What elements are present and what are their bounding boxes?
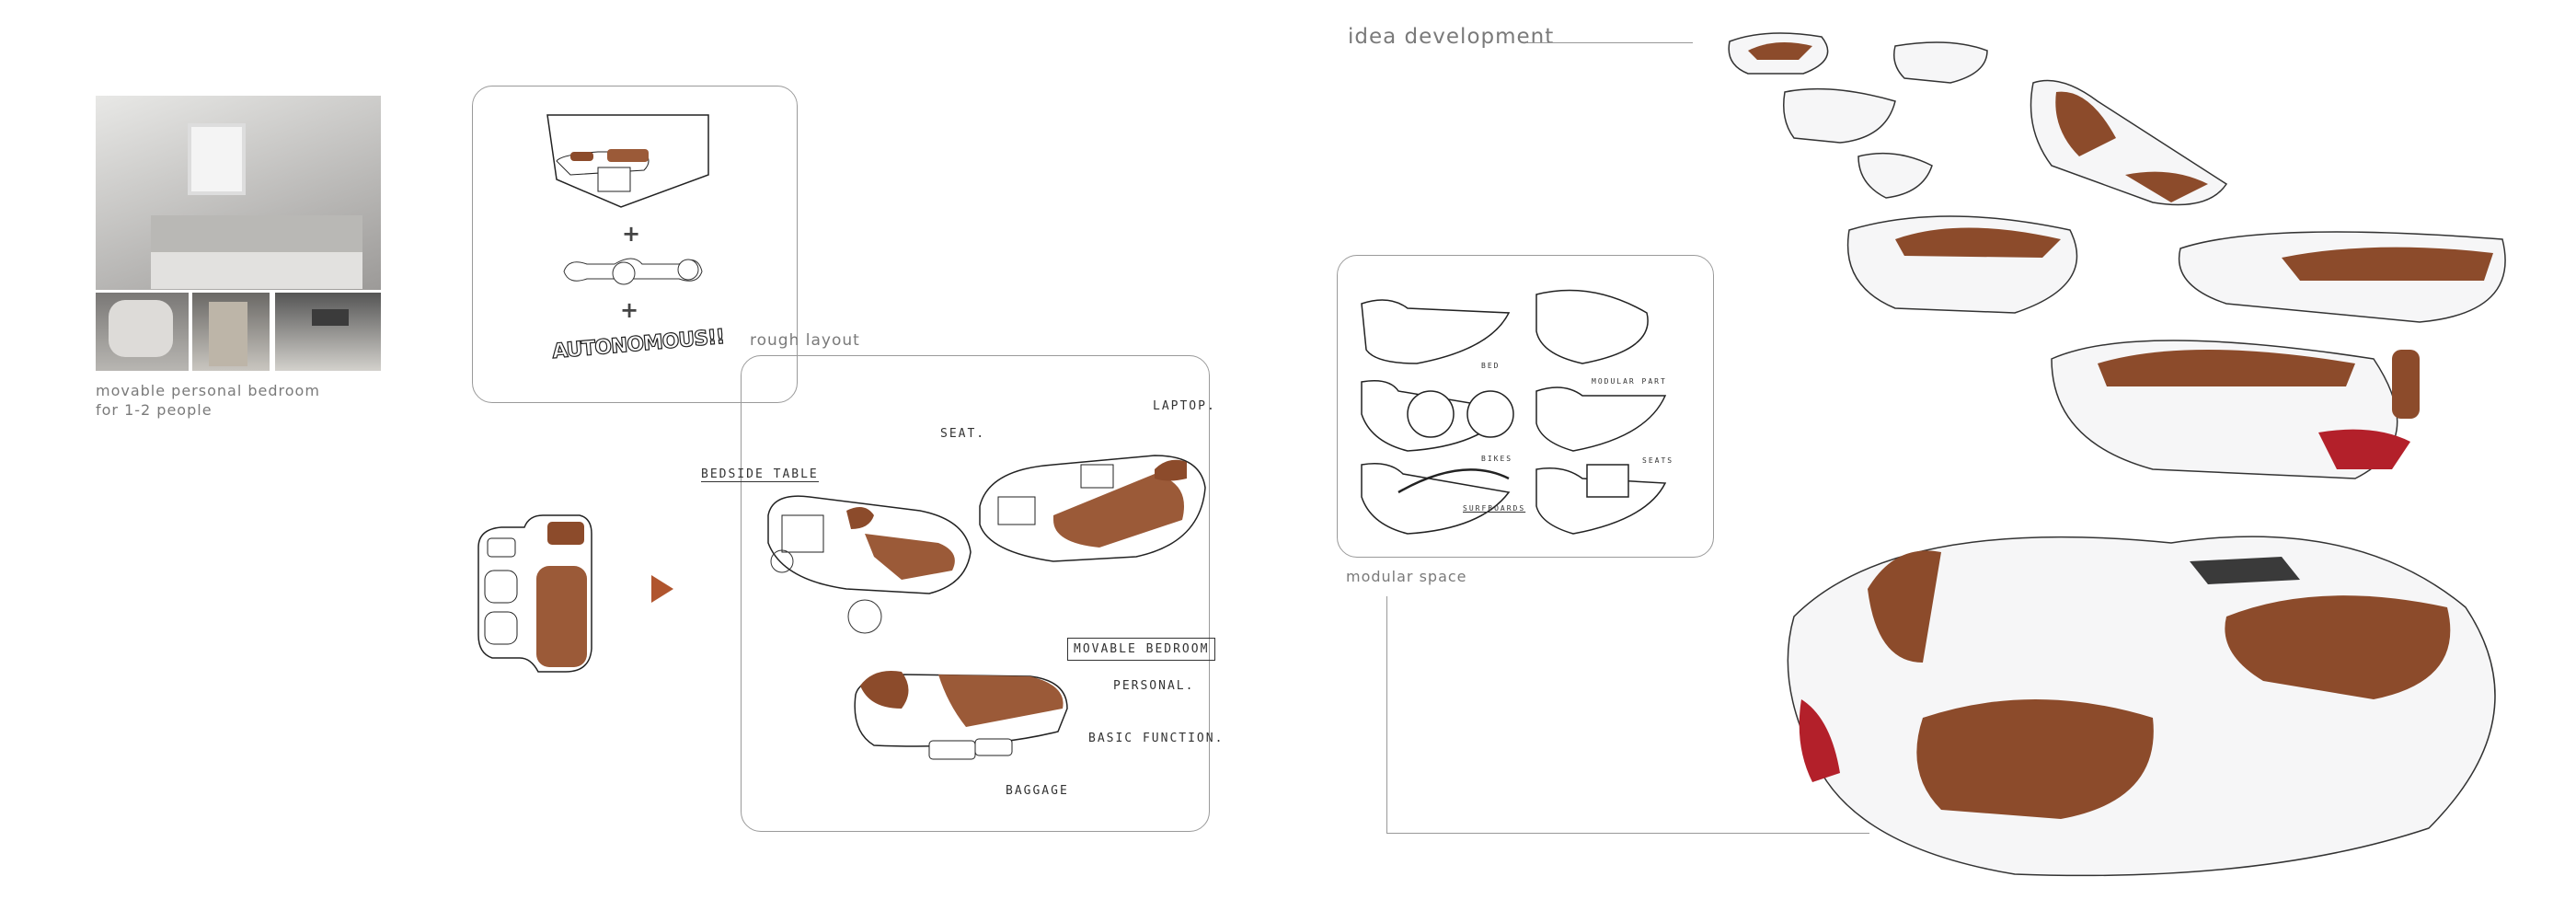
train-cabin-photo <box>275 293 381 371</box>
connector-vertical <box>1386 596 1387 833</box>
idea-development-renderings <box>1728 32 2506 877</box>
annotation-bedside-table: BEDSIDE TABLE <box>701 467 819 482</box>
room-sketch <box>546 114 709 208</box>
bed-pod-sketch-bottom <box>854 671 1068 760</box>
annotation-baggage: BAGGAGE <box>1006 784 1069 798</box>
annotation-bed: BED <box>1481 362 1501 370</box>
plus-icon: + <box>622 221 641 247</box>
rough-layout-label: rough layout <box>750 331 860 350</box>
annotation-bikes: BIKES <box>1481 455 1513 463</box>
idea-development-label: idea development <box>1348 25 1555 49</box>
bedroom-photo <box>96 96 381 290</box>
modular-sketches <box>1361 289 1667 535</box>
capsule-photo <box>96 293 189 371</box>
annotation-laptop: LAPTOP. <box>1153 399 1216 413</box>
left-caption: movable personal bedroom for 1-2 people <box>96 381 320 420</box>
caption-line-2: for 1-2 people <box>96 401 213 419</box>
modular-space-frame <box>1337 255 1714 558</box>
connector-horizontal <box>1386 833 1869 834</box>
annotation-movable-bedroom: MOVABLE BEDROOM <box>1067 638 1216 661</box>
annotation-seat: SEAT. <box>940 427 986 441</box>
idea-development-rule <box>1527 42 1693 43</box>
plus-icon: + <box>620 297 639 323</box>
chassis-sketch <box>563 258 703 285</box>
top-view-sketch <box>477 514 592 673</box>
modular-space-label: modular space <box>1346 568 1467 585</box>
caption-line-1: movable personal bedroom <box>96 382 320 399</box>
annotation-basic-function: BASIC FUNCTION. <box>1088 732 1225 745</box>
bed-pod-sketch-left <box>767 495 972 634</box>
annotation-personal: PERSONAL. <box>1113 679 1195 693</box>
arrow-right-icon <box>651 575 673 603</box>
annotation-surfboards: SURFBOARDS <box>1463 504 1526 513</box>
annotation-seats: SEATS <box>1642 456 1674 465</box>
concept-frame <box>472 86 798 403</box>
annotation-modular-part: MODULAR PART <box>1592 377 1667 386</box>
sleepbox-photo <box>192 293 270 371</box>
rough-layout-frame <box>741 355 1210 832</box>
bed-pod-sketch-right <box>979 455 1206 562</box>
